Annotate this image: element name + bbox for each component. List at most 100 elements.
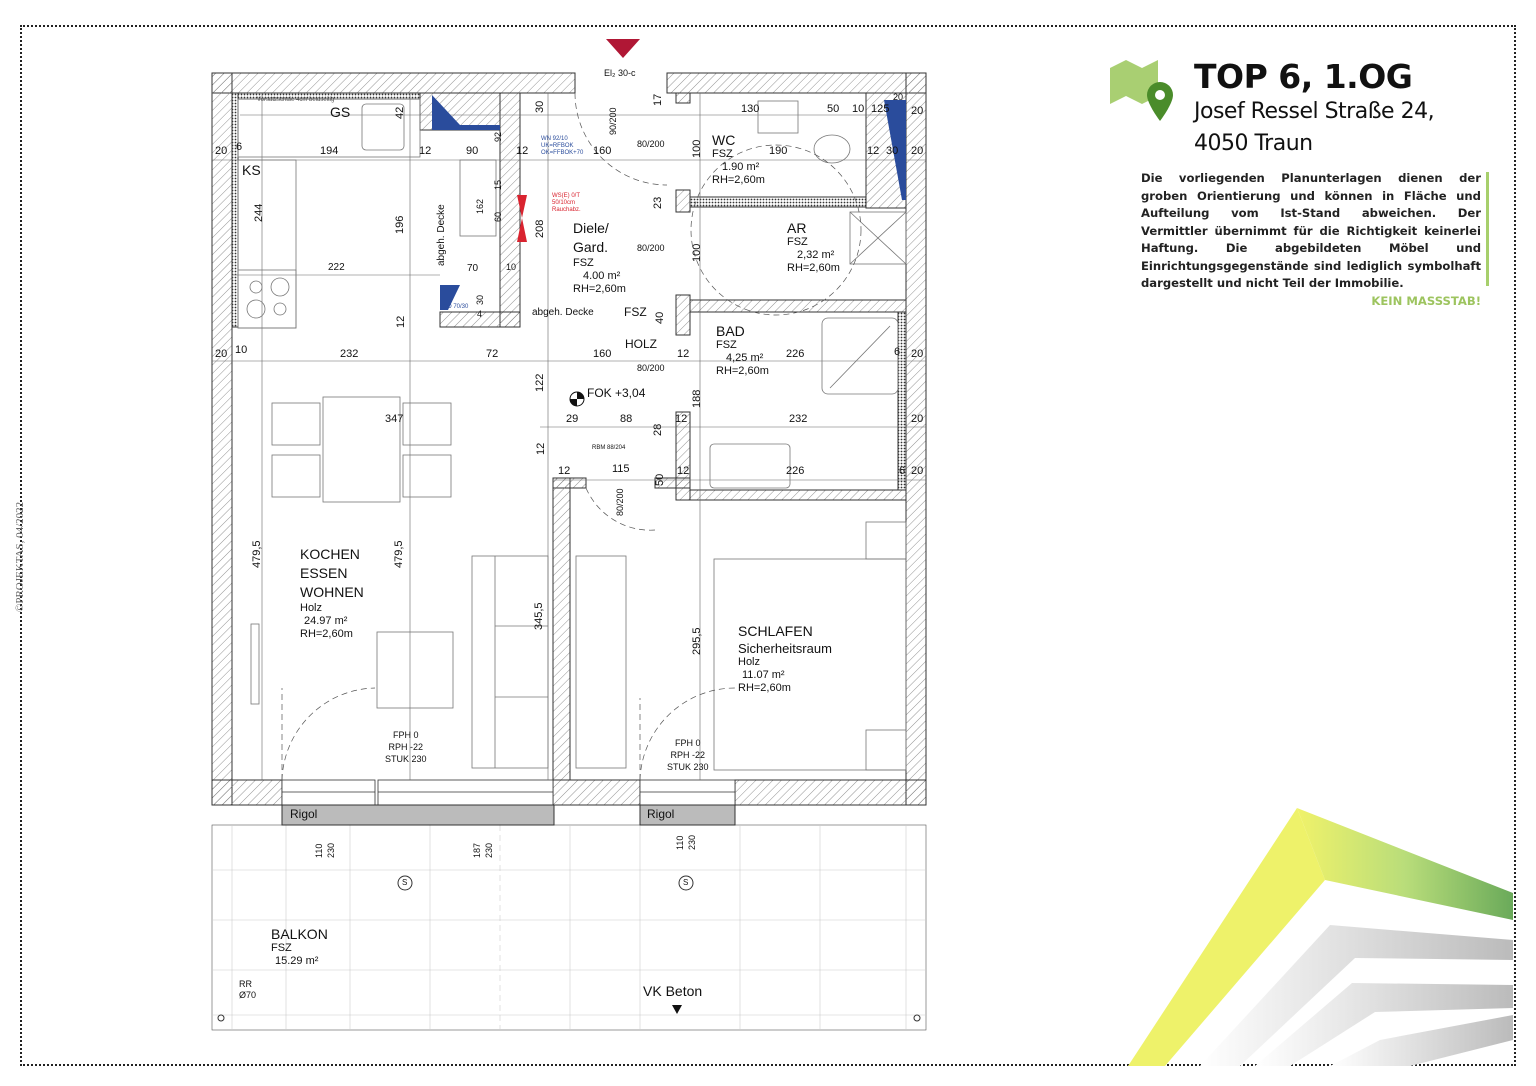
door-size: 80/200 — [637, 363, 665, 373]
room-bath: BAD FSZ 4,25 m² RH=2,60m — [716, 323, 769, 378]
dim: 30 — [534, 100, 546, 113]
label-vk-beton: VK Beton — [643, 983, 703, 999]
door-swings — [281, 92, 862, 781]
dim: 230 — [687, 834, 697, 850]
room-area: 11.07 m² — [742, 669, 785, 681]
dim: 20 — [911, 413, 924, 425]
dim: 20 — [893, 92, 904, 102]
address-line-2: 4050 Traun — [1194, 131, 1313, 156]
label-rigol-2: Rigol — [647, 807, 675, 821]
label-fsz: FSZ — [624, 305, 647, 319]
page-title: TOP 6, 1.OG — [1194, 57, 1413, 96]
label-dd: DD 70/30 — [443, 304, 469, 310]
smoke-outlet-marker — [432, 95, 500, 130]
room-storage: AR FSZ 2,32 m² RH=2,60m — [787, 220, 840, 275]
dim: 208 — [534, 219, 546, 238]
label-fok: FOK +3,04 — [587, 386, 646, 400]
disclaimer-accent-bar — [1486, 172, 1489, 286]
dim: 230 — [484, 842, 494, 858]
dim: 20 — [911, 105, 924, 117]
room-floor: FSZ — [573, 257, 594, 269]
balcony-grid — [211, 824, 927, 1031]
dim: 20 — [911, 465, 924, 477]
rr-diameter: Ø70 — [239, 990, 257, 1000]
room-height: RH=2,60m — [573, 283, 626, 295]
dim: 15 — [493, 179, 503, 190]
dim: 42 — [394, 106, 406, 119]
room-subtitle: Sicherheitsraum — [738, 641, 832, 656]
dim: 88 — [620, 413, 633, 425]
dim: 226 — [786, 465, 805, 477]
dim: 40 — [654, 311, 666, 324]
label-s-1: S — [402, 878, 408, 887]
ws-size: 50/10cm — [552, 200, 576, 206]
dim: 50 — [827, 103, 840, 115]
room-name: ESSEN — [300, 565, 348, 581]
room-wc: WC FSZ 1.90 m² RH=2,60m — [712, 132, 765, 187]
dim: 345,5 — [533, 602, 545, 630]
windows — [281, 779, 736, 806]
dim: 12 — [395, 315, 407, 328]
wc-wall — [689, 196, 867, 208]
stuk: STUK 230 — [385, 754, 427, 764]
dim: 110 — [675, 835, 685, 850]
dim: 244 — [253, 203, 265, 222]
room-area: 4,25 m² — [726, 352, 764, 364]
label-ks: KS — [242, 162, 261, 178]
room-name: SCHLAFEN — [738, 623, 813, 639]
dim: 12 — [535, 442, 547, 455]
dim: 12 — [677, 465, 690, 477]
room-height: RH=2,60m — [738, 682, 791, 694]
header: TOP 6, 1.OG Josef Ressel Straße 24, 4050… — [1194, 57, 1435, 160]
room-floor: FSZ — [716, 339, 737, 351]
dim: 479,5 — [393, 540, 405, 568]
dim: 122 — [534, 373, 546, 392]
stuk: STUK 230 — [667, 762, 709, 772]
room-name: WOHNEN — [300, 584, 364, 600]
ws-note: Rauchabz. — [552, 207, 581, 213]
dim: 12 — [677, 348, 690, 360]
dim: 230 — [326, 842, 336, 858]
dim: 115 — [612, 463, 630, 475]
fph: FPH 0 — [675, 738, 701, 748]
dim: 190 — [769, 145, 788, 157]
dim: 20 — [215, 145, 228, 157]
dim: 28 — [652, 423, 664, 436]
dim: 100 — [691, 139, 703, 158]
dim: 90 — [466, 145, 479, 157]
dim: 20 — [911, 348, 924, 360]
dim: 4 — [477, 309, 483, 319]
dim: 100 — [691, 243, 703, 262]
dim: 125 — [871, 103, 890, 115]
copyright: ©PROJEKTAS, 04/2022 — [14, 501, 26, 612]
room-name: Gard. — [573, 239, 609, 255]
door-size: 80/200 — [637, 139, 665, 149]
wn-ok: OK=FFBOK+70 — [541, 150, 584, 156]
room-floor: FSZ — [271, 942, 292, 954]
vk-arrow-icon — [672, 1005, 682, 1014]
disclaimer: Die vorliegenden Planunterlagen dienen d… — [1141, 170, 1481, 310]
dim: 10 — [852, 103, 865, 115]
dim: 188 — [691, 389, 703, 408]
rigol-drain-right — [639, 804, 736, 826]
dim: 130 — [741, 103, 760, 115]
room-height: RH=2,60m — [712, 174, 765, 186]
dim: 196 — [394, 215, 406, 234]
dim: 23 — [652, 196, 664, 209]
label-holz: HOLZ — [625, 337, 658, 351]
label-ceiling-2: abgeh. Decke — [436, 204, 447, 266]
room-name: BAD — [716, 323, 745, 339]
dim: 12 — [675, 413, 688, 425]
address-line-1: Josef Ressel Straße 24, — [1194, 99, 1435, 124]
dim: 110 — [314, 843, 324, 858]
room-balcony: BALKON FSZ 15.29 m² — [271, 926, 328, 968]
furniture — [237, 98, 907, 771]
drain-s-left — [397, 875, 413, 891]
dim: 162 — [475, 198, 485, 214]
dim: 6 — [899, 465, 906, 477]
dim: 187 — [472, 842, 482, 858]
decorative-corner-graphic — [1128, 808, 1513, 1066]
dim: 30 — [886, 145, 899, 157]
